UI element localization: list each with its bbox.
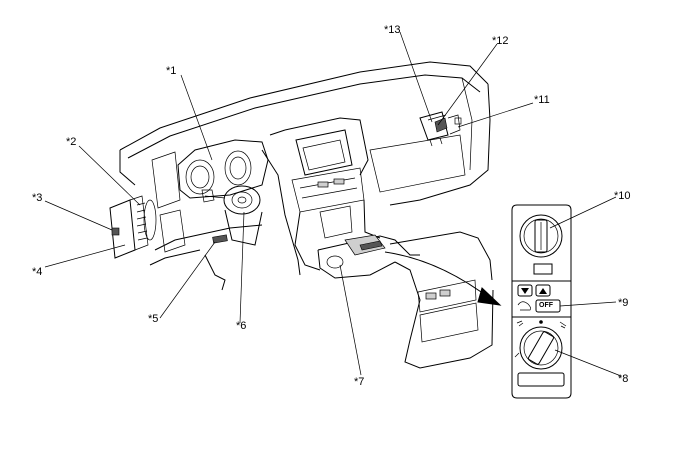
callout-9: *9	[618, 297, 629, 309]
leader-lines	[44, 31, 622, 377]
callout-7: *7	[354, 376, 365, 388]
dashboard	[119, 61, 491, 266]
pointer-arrowhead	[477, 287, 502, 306]
callout-12: *12	[492, 35, 509, 47]
instrument-cluster	[177, 139, 269, 199]
left-module	[109, 195, 157, 259]
callout-1: *1	[166, 65, 177, 77]
callout-13: *13	[384, 24, 401, 36]
callout-6: *6	[236, 320, 247, 332]
callout-3: *3	[32, 192, 43, 204]
callout-10: *10	[614, 190, 631, 202]
callout-11: *11	[534, 94, 550, 106]
control-panel	[511, 204, 572, 399]
callout-8: *8	[618, 373, 629, 385]
callout-2: *2	[66, 136, 77, 148]
right-module	[419, 111, 462, 147]
steering-column	[201, 185, 263, 291]
callout-4: *4	[32, 266, 43, 278]
off-button-label: OFF	[539, 302, 553, 309]
part-5	[212, 234, 228, 244]
callout-5: *5	[148, 313, 159, 325]
center-console	[317, 231, 494, 369]
